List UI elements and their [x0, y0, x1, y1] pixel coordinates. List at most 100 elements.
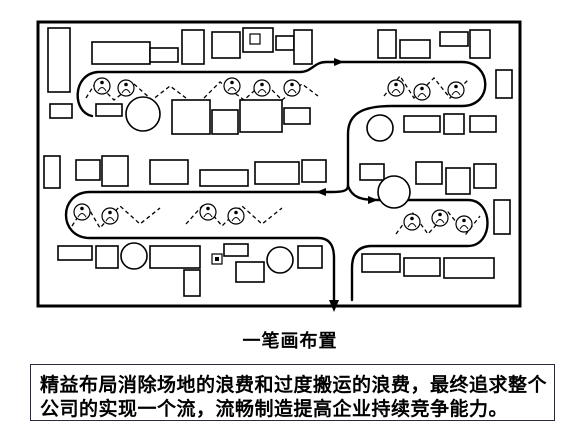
machine	[43, 155, 61, 189]
operator-head	[438, 212, 442, 217]
operator-outline	[223, 77, 241, 95]
operator-head	[80, 206, 84, 211]
operator-head	[234, 210, 238, 215]
operator-body	[257, 89, 267, 94]
operator-head	[394, 82, 398, 87]
machine	[399, 39, 431, 59]
caption-line-2: 公司的实现一个流，流畅制造提高企业持续竞争能力。	[40, 398, 509, 420]
operator-outline	[431, 209, 449, 227]
operator-body	[391, 89, 401, 94]
machine	[101, 155, 129, 187]
material-flow-line	[64, 184, 350, 304]
round-station	[377, 175, 411, 209]
machine	[235, 261, 265, 283]
operator-body	[105, 217, 115, 222]
flow-arrow	[368, 196, 378, 204]
one-stroke-layout-diagram	[36, 20, 522, 312]
operator-outline	[253, 79, 271, 97]
machines-layer	[43, 27, 513, 297]
machine	[495, 69, 513, 99]
caption-box: 精益布局消除场地的浪费和过度搬运的浪费，最终追求整个 公司的实现一个流，流畅制造…	[30, 364, 555, 421]
machine	[47, 27, 71, 93]
machine	[473, 163, 497, 189]
operator-icon	[283, 79, 301, 97]
operator-icon	[223, 77, 241, 95]
operator-body	[451, 91, 461, 96]
operator-icon	[93, 77, 111, 95]
round-station	[366, 114, 394, 142]
machine	[239, 99, 283, 133]
operator-body	[417, 93, 427, 98]
operator-outline	[447, 81, 465, 99]
machine	[181, 29, 205, 65]
machine	[293, 29, 313, 65]
diagram-title: 一笔画布置	[242, 331, 338, 352]
machine	[49, 103, 73, 119]
operator-head	[230, 80, 234, 85]
operator-body	[77, 213, 87, 218]
machine	[403, 257, 441, 277]
machine	[75, 159, 101, 181]
operator-body	[231, 217, 241, 222]
operator-head	[100, 80, 104, 85]
round-station	[125, 96, 161, 132]
machine	[359, 163, 385, 181]
operator-head	[420, 86, 424, 91]
operator-outline	[117, 79, 135, 97]
machine	[275, 35, 295, 51]
round-station	[266, 246, 294, 274]
operator-head	[124, 82, 128, 87]
machine	[223, 243, 249, 257]
operator-outline	[93, 77, 111, 95]
machine	[415, 161, 443, 185]
operator-head	[410, 216, 414, 221]
machine	[95, 245, 119, 269]
machine	[211, 31, 241, 59]
machine	[403, 115, 441, 133]
machine	[149, 245, 201, 269]
machine	[445, 167, 471, 195]
operator-head	[260, 82, 264, 87]
machine	[254, 161, 300, 185]
flow-arrow	[316, 188, 326, 196]
round-station	[120, 242, 148, 270]
stations-layer	[120, 96, 411, 274]
machine	[297, 245, 323, 269]
machine	[95, 103, 123, 117]
layout-frame	[36, 20, 522, 308]
machine	[377, 29, 397, 59]
machine	[199, 169, 249, 187]
operator-icon	[101, 207, 119, 225]
machine	[183, 269, 201, 297]
machine	[361, 253, 401, 273]
machine	[211, 109, 239, 135]
machine	[443, 257, 495, 279]
operator-outline	[403, 213, 421, 231]
operator-body	[407, 223, 417, 228]
operator-head	[454, 84, 458, 89]
flow-arrow	[334, 58, 344, 66]
operator-head	[462, 218, 466, 223]
operator-outline	[227, 207, 245, 225]
operator-outline	[73, 203, 91, 221]
operator-icon	[387, 79, 405, 97]
machine	[149, 47, 179, 63]
operator-icon	[413, 83, 431, 101]
operator-head	[206, 206, 210, 211]
operator-icon	[455, 215, 473, 233]
operators-layer	[73, 77, 473, 233]
operator-head	[290, 82, 294, 87]
arrows-layer	[316, 58, 378, 312]
machine	[283, 107, 311, 125]
material-flow-line	[346, 184, 489, 302]
machine	[443, 113, 465, 135]
operator-outline	[101, 207, 119, 225]
machine	[242, 27, 274, 53]
operator-outline	[387, 79, 405, 97]
operator-body	[435, 219, 445, 224]
machine	[493, 199, 511, 235]
machine	[57, 245, 93, 261]
machine	[469, 115, 497, 133]
machine-detail	[249, 33, 261, 45]
operator-icon	[199, 203, 217, 221]
